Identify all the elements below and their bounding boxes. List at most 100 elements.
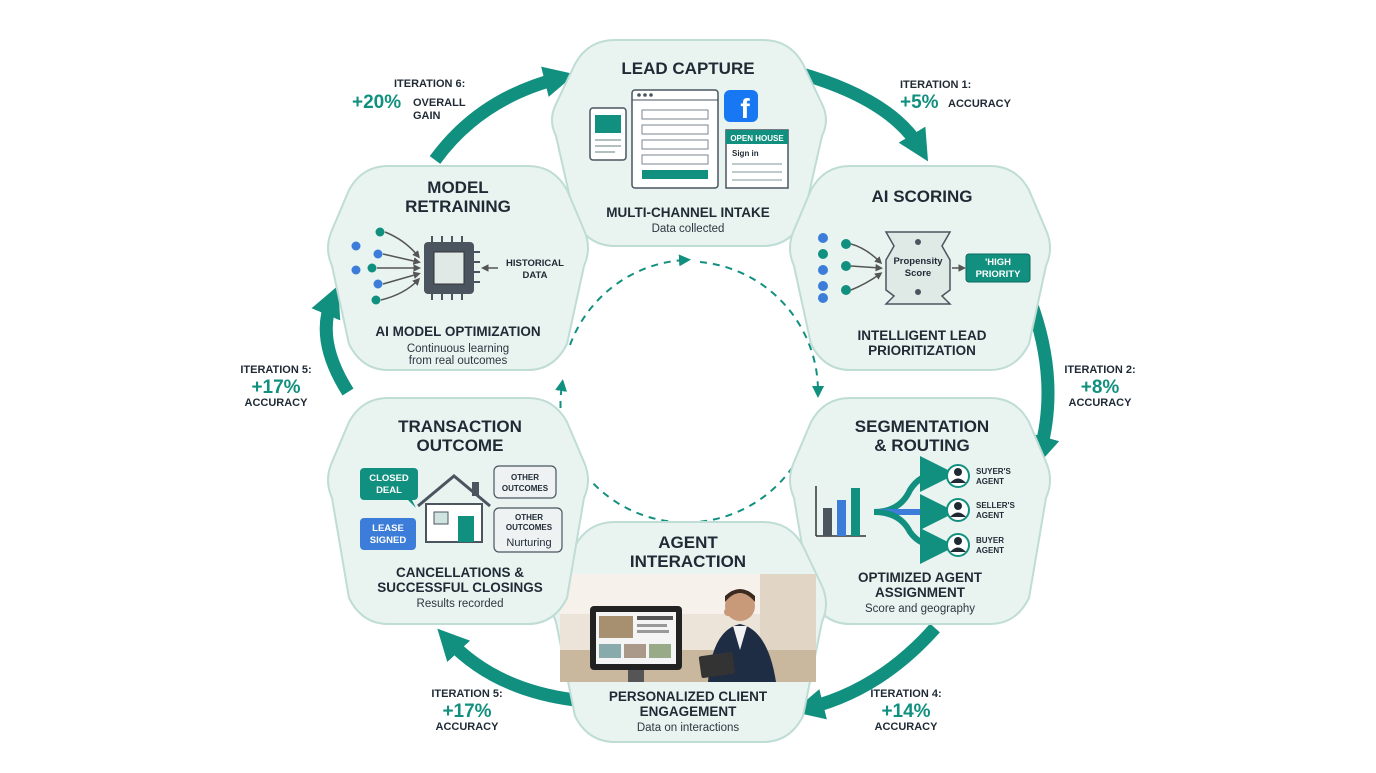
agent-label-1a: SUYER'S	[976, 467, 1011, 476]
agent-title-1: AGENT	[658, 533, 718, 552]
open-house-sign-icon: OPEN HOUSE Sign in	[725, 129, 789, 189]
iteration-label-2: ITERATION 2: +8% ACCURACY	[1064, 364, 1135, 409]
agent-label-2a: SELLER'S	[976, 501, 1015, 510]
agent-avatars: SUYER'S AGENT SELLER'S AGENT BUYER AGENT	[946, 464, 1015, 557]
retrain-sub-1: Continuous learning	[407, 343, 509, 355]
svg-text:f: f	[740, 93, 750, 124]
stage-agent-interaction: AGENT INTERACTION PERSONALIZ	[551, 521, 827, 743]
arrow-retrain-to-lead	[429, 66, 576, 164]
ai-scoring-caption-1: INTELLIGENT LEAD	[858, 328, 987, 343]
svg-text:Nurturing: Nurturing	[506, 537, 551, 549]
inner-dashed-cycle	[555, 254, 825, 524]
svg-text:OUTCOMES: OUTCOMES	[506, 523, 553, 532]
seg-sub: Score and geography	[865, 603, 975, 615]
svg-text:+5%: +5%	[900, 92, 939, 113]
seg-caption-1: OPTIMIZED AGENT	[858, 570, 983, 585]
agent-label-2b: AGENT	[976, 511, 1004, 520]
iteration-label-5-left: ITERATION 5: +17% ACCURACY	[240, 364, 311, 409]
historical-data-label-2: DATA	[523, 270, 548, 281]
iteration-label-4: ITERATION 4: +14% ACCURACY	[870, 688, 941, 733]
outcome-title-2: OUTCOME	[417, 436, 504, 455]
svg-text:OUTCOMES: OUTCOMES	[502, 484, 549, 493]
svg-text:Propensity: Propensity	[893, 256, 943, 267]
stage-segmentation-routing: SEGMENTATION & ROUTING SUYER'S AGENT SEL…	[789, 397, 1051, 625]
iteration-label-6: ITERATION 6: +20% OVERALL GAIN	[352, 78, 466, 122]
svg-text:Score: Score	[905, 268, 931, 279]
svg-text:OPEN HOUSE: OPEN HOUSE	[730, 134, 784, 143]
arrow-outcome-to-retrain	[311, 285, 354, 396]
svg-text:ITERATION 1:: ITERATION 1:	[900, 79, 971, 91]
svg-text:+17%: +17%	[442, 701, 491, 722]
svg-text:OTHER: OTHER	[515, 513, 543, 522]
svg-text:+14%: +14%	[881, 701, 930, 722]
lead-capture-sub: Data collected	[652, 223, 725, 235]
retrain-input-nodes	[351, 227, 421, 305]
outcome-caption-2: SUCCESSFUL CLOSINGS	[377, 580, 543, 595]
svg-text:CLOSED: CLOSED	[369, 473, 409, 484]
seg-caption-2: ASSIGNMENT	[875, 585, 966, 600]
svg-text:LEASE: LEASE	[372, 523, 404, 534]
svg-text:PRIORITY: PRIORITY	[976, 269, 1022, 280]
arrow-scoring-to-seg	[1023, 297, 1060, 468]
stage-lead-capture: LEAD CAPTURE f OPEN H	[551, 39, 827, 247]
chip-icon	[424, 236, 480, 300]
svg-text:ITERATION 4:: ITERATION 4:	[870, 688, 941, 700]
agent-caption-1: PERSONALIZED CLIENT	[609, 689, 768, 704]
agent-label-3a: BUYER	[976, 536, 1004, 545]
iteration-label-1: ITERATION 1: +5% ACCURACY	[900, 79, 1012, 113]
svg-text:ACCURACY: ACCURACY	[875, 721, 939, 733]
high-priority-tag: 'HIGH PRIORITY	[965, 253, 1031, 283]
agent-sub: Data on interactions	[637, 722, 740, 734]
outcome-caption-1: CANCELLATIONS &	[396, 565, 524, 580]
scoring-input-nodes	[818, 233, 883, 303]
svg-text:ITERATION 5:: ITERATION 5:	[431, 688, 502, 700]
svg-text:ACCURACY: ACCURACY	[948, 98, 1012, 110]
closed-deal-badge: CLOSED DEAL	[360, 468, 418, 508]
outcome-title-1: TRANSACTION	[398, 417, 522, 436]
svg-text:ITERATION 6:: ITERATION 6:	[394, 78, 465, 90]
retrain-sub-2: from real outcomes	[409, 355, 508, 367]
web-form-icon	[631, 89, 719, 189]
svg-text:OVERALL: OVERALL	[413, 97, 466, 109]
svg-text:Sign in: Sign in	[732, 149, 759, 158]
retrain-caption: AI MODEL OPTIMIZATION	[375, 324, 540, 339]
agent-title-2: INTERACTION	[630, 552, 746, 571]
lead-capture-title: LEAD CAPTURE	[621, 59, 754, 78]
svg-text:ACCURACY: ACCURACY	[245, 397, 309, 409]
iteration-label-5-bottom: ITERATION 5: +17% ACCURACY	[431, 688, 502, 733]
svg-text:+8%: +8%	[1081, 377, 1120, 398]
seg-title-2: & ROUTING	[874, 436, 969, 455]
svg-text:DEAL: DEAL	[376, 485, 402, 496]
svg-text:+20%: +20%	[352, 92, 401, 113]
lease-signed-badge: LEASE SIGNED	[360, 518, 416, 550]
seg-title-1: SEGMENTATION	[855, 417, 989, 436]
bar-chart-icon	[815, 486, 866, 537]
propensity-score-box: Propensity Score	[884, 231, 952, 305]
other-outcomes-bubble-1: OTHER OUTCOMES	[493, 465, 557, 499]
ai-scoring-title: AI SCORING	[871, 187, 972, 206]
lead-capture-caption: MULTI-CHANNEL INTAKE	[606, 205, 769, 220]
house-icon	[417, 474, 491, 543]
historical-data-label-1: HISTORICAL	[506, 258, 564, 269]
agent-photo	[560, 574, 816, 682]
retrain-title-1: MODEL	[427, 178, 488, 197]
retrain-title-2: RETRAINING	[405, 197, 511, 216]
outcome-sub: Results recorded	[417, 598, 504, 610]
arrow-lead-to-scoring	[793, 65, 929, 162]
ai-scoring-caption-2: PRIORITIZATION	[868, 343, 976, 358]
svg-text:ACCURACY: ACCURACY	[1069, 397, 1133, 409]
stage-transaction-outcome: TRANSACTION OUTCOME CLOSED DEAL LEASE SI…	[327, 397, 589, 625]
svg-text:ITERATION 2:: ITERATION 2:	[1064, 364, 1135, 376]
svg-text:ITERATION 5:: ITERATION 5:	[240, 364, 311, 376]
svg-text:OTHER: OTHER	[511, 473, 539, 482]
svg-text:SIGNED: SIGNED	[370, 535, 407, 546]
arrow-agent-to-outcome	[437, 628, 576, 707]
svg-text:+17%: +17%	[251, 377, 300, 398]
agent-label-1b: AGENT	[976, 477, 1004, 486]
agent-label-3b: AGENT	[976, 546, 1004, 555]
svg-text:ACCURACY: ACCURACY	[436, 721, 500, 733]
tablet-icon	[589, 107, 627, 161]
facebook-icon: f	[724, 90, 758, 124]
